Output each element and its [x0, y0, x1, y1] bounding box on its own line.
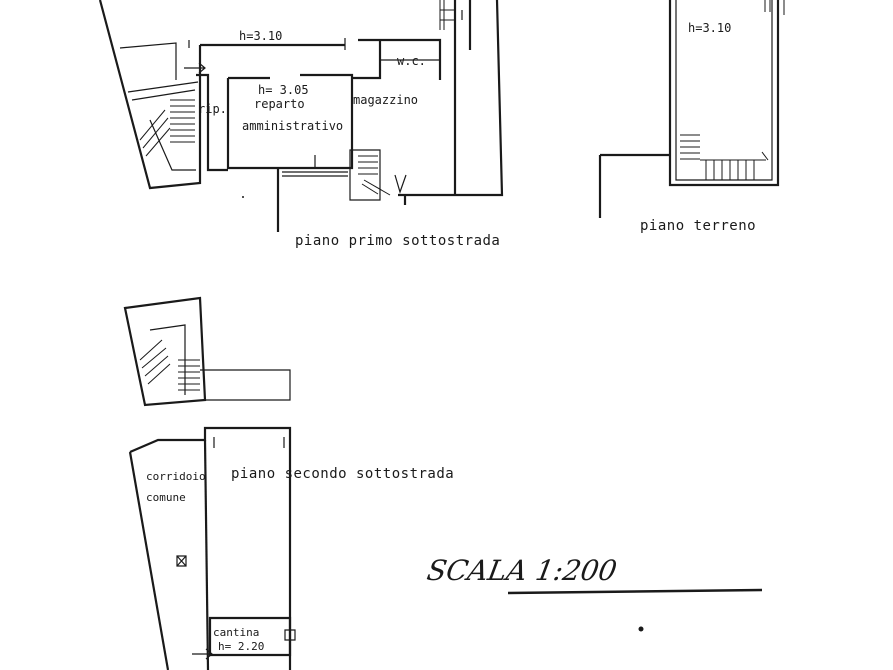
- room-magazzino: magazzino: [353, 93, 418, 107]
- stair-terreno: [680, 134, 769, 180]
- title-piano-terreno: piano terreno: [640, 218, 756, 234]
- scale-label: SCALA 1:200: [425, 554, 620, 587]
- stair-left-primo: [139, 99, 195, 157]
- room-corridor-line1: corridoio: [146, 470, 206, 483]
- room-wc: w.c.: [397, 54, 426, 68]
- cantina-height: h= 2.20: [218, 640, 264, 653]
- room-office-line1: reparto: [254, 97, 305, 111]
- primo-height-office: h= 3.05: [258, 83, 309, 97]
- ink-speck: [638, 626, 644, 632]
- room-cantina: cantina: [213, 626, 259, 639]
- room-corridor-line2: comune: [146, 491, 186, 504]
- title-piano-primo-sottostrada: piano primo sottostrada: [295, 233, 500, 249]
- stair-bottom-primo: [358, 155, 391, 196]
- room-ripostiglio: rip.: [198, 102, 227, 116]
- stair-terreno-top: [764, 0, 785, 15]
- plan-primo-sottostrada: h=3.10 rip. h= 3.05 reparto amministrati…: [98, 0, 504, 249]
- primo-height-main: h=3.10: [239, 29, 282, 43]
- scale-underline: [507, 588, 763, 595]
- scale-annotation: SCALA 1:200: [425, 554, 763, 595]
- stair-secondo: [139, 339, 200, 391]
- ink-speck: [242, 196, 244, 198]
- stair-right-primo: [439, 0, 455, 30]
- terreno-height: h=3.10: [688, 21, 731, 35]
- plan-secondo-sottostrada: corridoio comune piano secondo sottostra…: [123, 296, 454, 670]
- plan-terreno: h=3.10 piano terreno: [598, 0, 785, 234]
- room-office-line2: amministrativo: [242, 119, 343, 133]
- title-piano-secondo-sottostrada: piano secondo sottostrada: [231, 466, 454, 482]
